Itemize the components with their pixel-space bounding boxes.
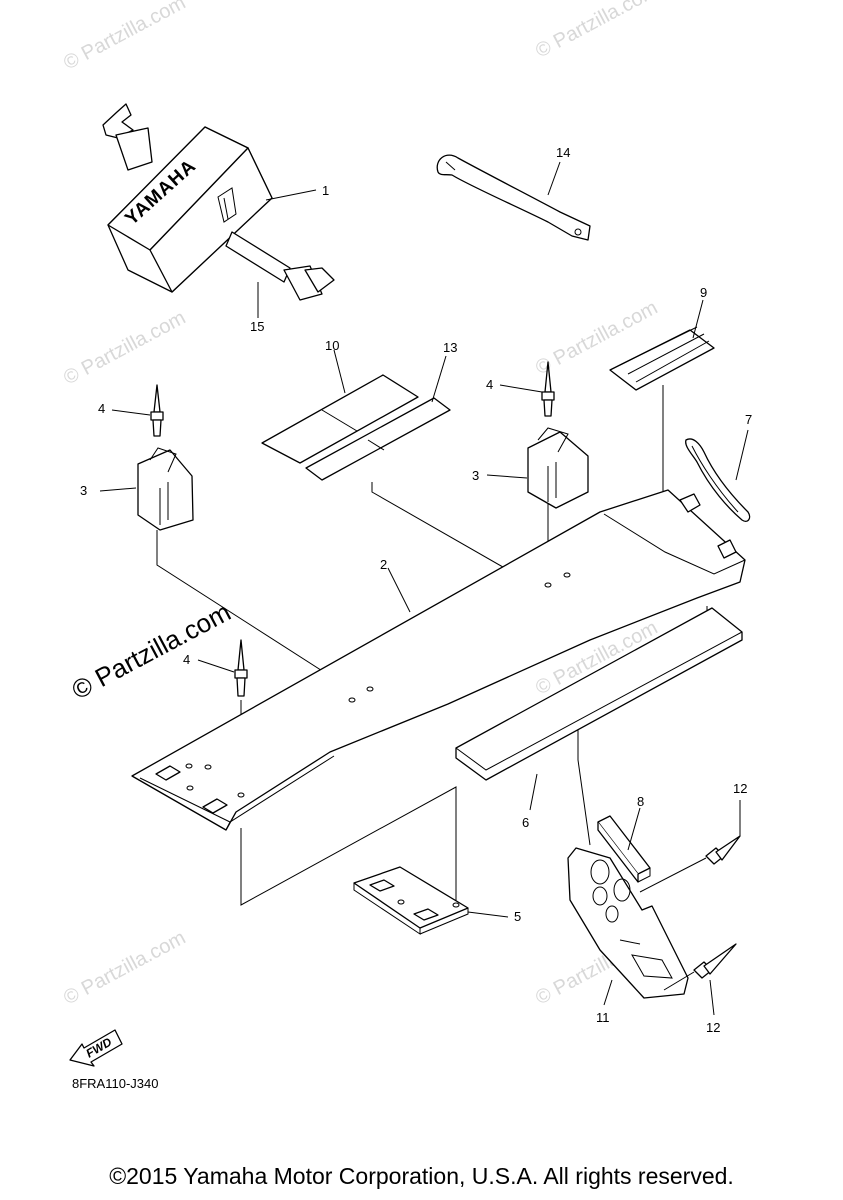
- rope-part-7: [685, 438, 751, 522]
- mat-part-6: [455, 607, 743, 781]
- callout-4-left: 4: [98, 401, 105, 416]
- callout-12-top: 12: [733, 781, 747, 796]
- block-part-8: [597, 815, 651, 883]
- callout-1: 1: [322, 183, 329, 198]
- clamp-part-3-right: [527, 427, 589, 509]
- sticker-part-10: [261, 374, 419, 464]
- tray-part-2: [131, 489, 746, 831]
- pin-part-12-top: [639, 835, 741, 893]
- callout-3-right: 3: [472, 468, 479, 483]
- callout-3-left: 3: [80, 483, 87, 498]
- callout-8: 8: [637, 794, 644, 809]
- watermark: © Partzilla.com: [60, 0, 189, 74]
- rivet-part-4-left: [150, 384, 164, 437]
- callout-14: 14: [556, 145, 570, 160]
- callout-numbers: 1 15 14 10 13 9 7 4 4 4 3 3 2 6 5 8 12 1…: [80, 145, 752, 1035]
- watermark-large: © Partzilla.com: [67, 597, 236, 706]
- callout-15: 15: [250, 319, 264, 334]
- pad-part-9: [609, 326, 715, 391]
- callout-2: 2: [380, 557, 387, 572]
- copyright-notice: ©2015 Yamaha Motor Corporation, U.S.A. A…: [109, 1163, 734, 1189]
- rivet-part-4-center: [234, 639, 248, 697]
- callout-9: 9: [700, 285, 707, 300]
- forward-direction-arrow: FWD: [69, 1029, 123, 1067]
- callout-10: 10: [325, 338, 339, 353]
- plate-part-5: [353, 866, 469, 935]
- pin-part-12-bottom: [663, 943, 737, 991]
- callout-4-right: 4: [486, 377, 493, 392]
- spanner-wrench-part-14: [436, 154, 591, 241]
- watermark: © Partzilla.com: [60, 307, 189, 390]
- callout-4-center: 4: [183, 652, 190, 667]
- callout-13: 13: [443, 340, 457, 355]
- rivet-part-4-right: [541, 361, 555, 417]
- clamp-part-3-left: [137, 447, 194, 531]
- callout-7: 7: [745, 412, 752, 427]
- watermark: © Partzilla.com: [60, 927, 189, 1010]
- sticker-part-13: [305, 397, 451, 481]
- watermark: © Partzilla.com: [532, 0, 661, 62]
- callout-11: 11: [596, 1010, 610, 1025]
- callout-leaders: [99, 161, 749, 1016]
- callout-12-bottom: 12: [706, 1020, 720, 1035]
- diagram-code: 8FRA110-J340: [72, 1076, 158, 1091]
- callout-5: 5: [514, 909, 521, 924]
- cover-part-1: YAMAHA: [102, 103, 335, 301]
- bracket-part-11: [567, 847, 689, 999]
- callout-6: 6: [522, 815, 529, 830]
